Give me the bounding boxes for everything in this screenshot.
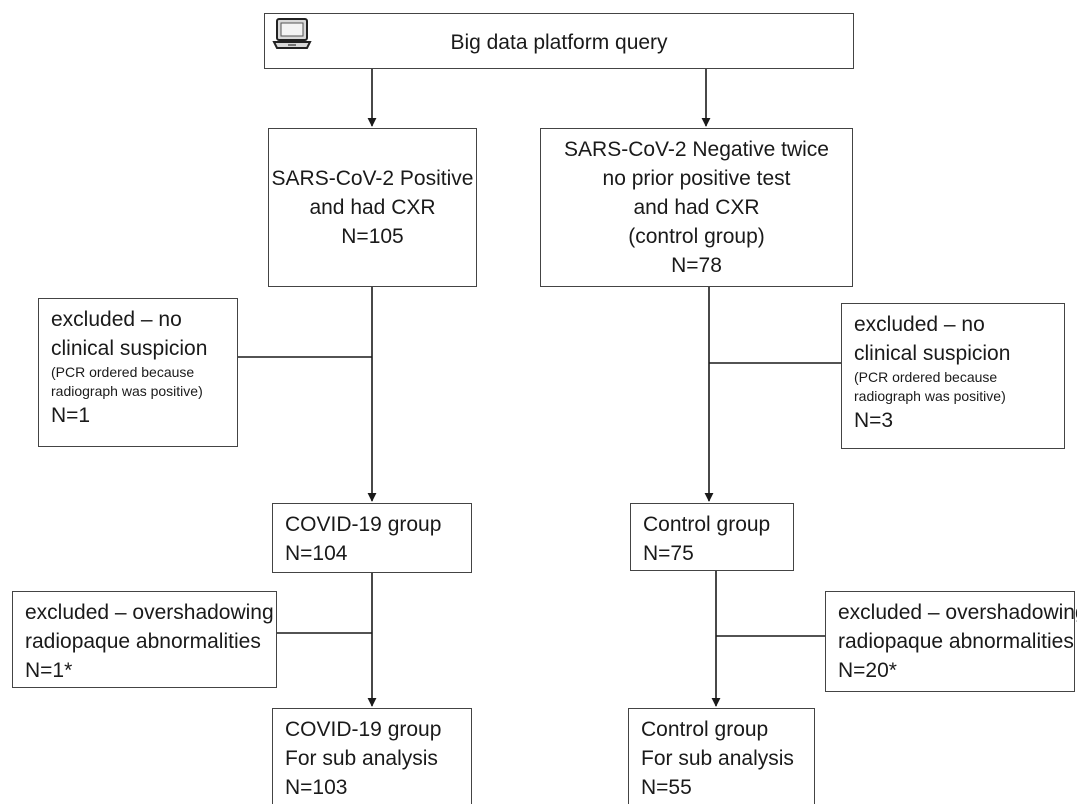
excluded-left-1-count: N=1 xyxy=(51,404,91,427)
big-data-query-box: Big data platform query xyxy=(264,13,854,69)
excluded-overshadowing-right-box: excluded – overshadowing radiopaque abno… xyxy=(825,591,1077,692)
excluded-left-1-line-1: excluded – no xyxy=(51,308,182,331)
sars-cov-2-negative-box: SARS-CoV-2 Negative twice no prior posit… xyxy=(540,128,853,287)
excluded-right-2-line-1: excluded – overshadowing xyxy=(838,601,1077,624)
negative-line-1: SARS-CoV-2 Negative twice xyxy=(564,138,829,161)
negative-count: N=78 xyxy=(671,254,722,277)
excluded-no-suspicion-left-box: excluded – no clinical suspicion (PCR or… xyxy=(38,298,238,447)
covid-group-count: N=104 xyxy=(285,542,348,565)
positive-count: N=105 xyxy=(341,225,404,248)
excluded-left-1-line-2: clinical suspicion xyxy=(51,337,208,360)
excluded-left-1-note-2: radiograph was positive) xyxy=(51,383,203,399)
control-group-box: Control group N=75 xyxy=(630,503,794,571)
sars-cov-2-positive-box: SARS-CoV-2 Positive and had CXR N=105 xyxy=(268,128,477,287)
covid-group-box: COVID-19 group N=104 xyxy=(272,503,472,573)
covid-sub-analysis-box: COVID-19 group For sub analysis N=103 xyxy=(272,708,472,804)
control-group-label: Control group xyxy=(643,513,771,536)
excluded-right-2-count: N=20* xyxy=(838,659,897,682)
excluded-right-2-line-2: radiopaque abnormalities xyxy=(838,630,1074,653)
excluded-left-2-count: N=1* xyxy=(25,659,73,682)
covid-sub-line-2: For sub analysis xyxy=(285,747,438,770)
excluded-no-suspicion-right-box: excluded – no clinical suspicion (PCR or… xyxy=(841,303,1065,449)
excluded-left-2-line-1: excluded – overshadowing xyxy=(25,601,274,624)
covid-sub-count: N=103 xyxy=(285,776,348,799)
excluded-right-1-note-2: radiograph was positive) xyxy=(854,388,1006,404)
laptop-icon xyxy=(272,18,312,49)
excluded-overshadowing-left-box: excluded – overshadowing radiopaque abno… xyxy=(12,591,277,688)
control-sub-analysis-box: Control group For sub analysis N=55 xyxy=(628,708,815,804)
big-data-query-label: Big data platform query xyxy=(450,31,668,54)
negative-line-2: no prior positive test xyxy=(602,167,791,190)
covid-sub-line-1: COVID-19 group xyxy=(285,718,442,741)
excluded-left-1-note-1: (PCR ordered because xyxy=(51,364,195,380)
positive-line-2: and had CXR xyxy=(309,196,436,219)
excluded-right-1-count: N=3 xyxy=(854,409,894,432)
excluded-right-1-line-1: excluded – no xyxy=(854,313,985,336)
excluded-right-1-line-2: clinical suspicion xyxy=(854,342,1011,365)
control-sub-count: N=55 xyxy=(641,776,692,799)
excluded-right-1-note-1: (PCR ordered because xyxy=(854,369,998,385)
control-sub-line-1: Control group xyxy=(641,718,769,741)
excluded-left-2-line-2: radiopaque abnormalities xyxy=(25,630,261,653)
covid-group-label: COVID-19 group xyxy=(285,513,442,536)
control-sub-line-2: For sub analysis xyxy=(641,747,794,770)
positive-line-1: SARS-CoV-2 Positive xyxy=(271,167,474,190)
negative-line-4: (control group) xyxy=(628,225,765,248)
negative-line-3: and had CXR xyxy=(633,196,760,219)
control-group-count: N=75 xyxy=(643,542,694,565)
